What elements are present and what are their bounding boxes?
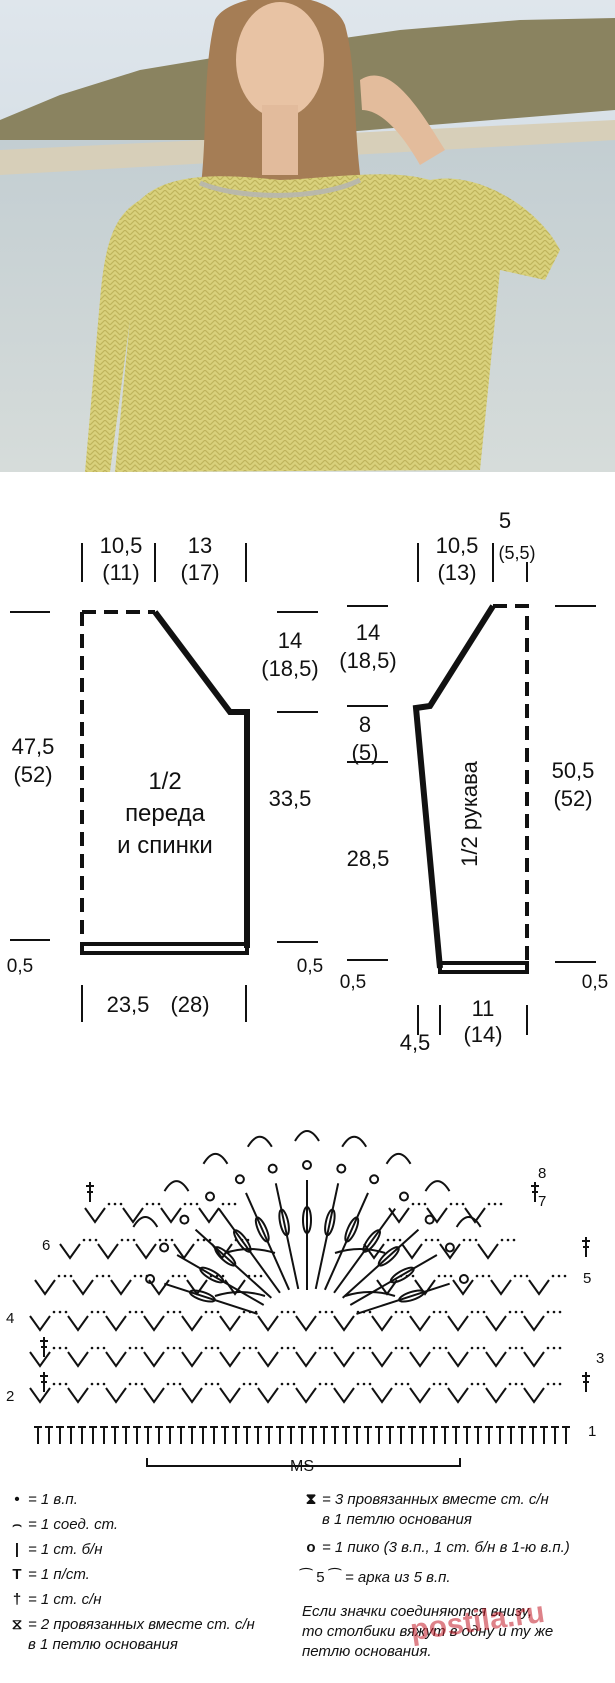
- sl-top-left-width-alt: (13): [437, 560, 477, 585]
- legend-arc: ⁀ 5 ⁀ = арка из 5 в.п.: [300, 1569, 451, 1586]
- schematic-drawing: [10, 543, 596, 1035]
- sl-lower-height: 28,5: [346, 846, 390, 871]
- fb-top-left-width-alt: (11): [102, 560, 140, 585]
- row-number-6: 6: [42, 1237, 51, 1254]
- sl-hem-left: 0,5: [339, 972, 367, 993]
- legend-note-3: петлю основания.: [302, 1643, 432, 1660]
- legend-dc2tog-2: в 1 петлю основания: [28, 1636, 178, 1653]
- fb-armhole-height: 14: [277, 628, 303, 653]
- row-number-3: 3: [596, 1350, 605, 1367]
- row-number-2: 2: [6, 1388, 15, 1405]
- arc-small-icon: ⌢: [12, 1516, 22, 1533]
- fb-armhole-height-alt: (18,5): [261, 656, 319, 681]
- dc2tog-icon: ⧖: [11, 1616, 23, 1633]
- row-number-5: 5: [583, 1270, 592, 1287]
- sl-bottom-width-alt: (14): [463, 1022, 503, 1047]
- legend-note-1: Если значки соединяются внизу,: [302, 1603, 533, 1620]
- sl-bottom-width: 11: [471, 996, 495, 1021]
- sl-offset: 4,5: [399, 1030, 431, 1055]
- fb-side-height: 33,5: [268, 786, 312, 811]
- repeat-label: MS: [290, 1458, 314, 1475]
- sl-mid-height: 8: [358, 712, 372, 737]
- legend-sl-st: ⌢= 1 соед. ст.: [6, 1515, 118, 1534]
- picot-icon: o: [306, 1539, 316, 1556]
- row-number-7: 7: [538, 1193, 547, 1210]
- fb-bottom-width: 23,5: [106, 992, 150, 1017]
- sl-top-right-width-alt: (5,5): [498, 543, 536, 563]
- dc3tog-icon: ⧗: [305, 1491, 317, 1508]
- fb-bottom-width-alt: (28): [170, 992, 210, 1017]
- dot-icon: •: [14, 1491, 20, 1508]
- t-icon: T: [12, 1566, 22, 1583]
- legend-sc: |= 1 ст. б/н: [6, 1540, 103, 1559]
- legend-dc3tog: ⧗= 3 провязанных вместе ст. с/н: [300, 1490, 549, 1509]
- sl-top-left-width: 10,5: [435, 533, 479, 558]
- sleeve-label: 1/2 рукава: [457, 761, 482, 867]
- model-photo: [0, 0, 615, 472]
- sl-total-height: 50,5: [551, 758, 595, 783]
- row-number-1: 1: [588, 1423, 597, 1440]
- sl-cap-height: 14: [355, 620, 381, 645]
- legend-dc2tog: ⧖= 2 провязанных вместе ст. с/н: [6, 1615, 255, 1634]
- fb-top-right-width-alt: (17): [180, 560, 220, 585]
- dagger-icon: †: [12, 1591, 22, 1608]
- front-back-label-3: и спинки: [117, 832, 213, 859]
- sl-hem-right: 0,5: [581, 972, 609, 993]
- legend-hdc: T= 1 п/ст.: [6, 1565, 89, 1584]
- fb-hem-right: 0,5: [296, 956, 324, 977]
- fb-hem-left: 0,5: [6, 956, 34, 977]
- bar-icon: |: [14, 1541, 20, 1558]
- arc-icon: ⁀: [300, 1569, 313, 1586]
- fb-top-left-width: 10,5: [99, 533, 143, 558]
- legend-note-2: то столбики вяжут в одну и ту же: [302, 1623, 554, 1640]
- legend-dc3tog-2: в 1 петлю основания: [322, 1511, 472, 1528]
- legend-picot: o= 1 пико (3 в.п., 1 ст. б/н в 1-ю в.п.): [300, 1538, 569, 1557]
- photo-illustration: [0, 0, 615, 472]
- sl-cap-height-alt: (18,5): [339, 648, 397, 673]
- front-back-label-1: 1/2: [148, 768, 182, 795]
- sl-top-right-width: 5: [498, 508, 512, 533]
- row-number-8: 8: [538, 1165, 547, 1182]
- row-number-4: 4: [6, 1310, 15, 1327]
- stitch-chart: [29, 1130, 590, 1467]
- legend-ch: •= 1 в.п.: [6, 1490, 78, 1509]
- legend-dc: †= 1 ст. с/н: [6, 1590, 102, 1609]
- sl-mid-height-alt: (5): [351, 740, 379, 765]
- fb-total-height-alt: (52): [13, 762, 53, 787]
- front-back-label-2: переда: [125, 800, 205, 827]
- fb-total-height: 47,5: [11, 734, 55, 759]
- sl-total-height-alt: (52): [553, 786, 593, 811]
- fb-top-right-width: 13: [187, 533, 213, 558]
